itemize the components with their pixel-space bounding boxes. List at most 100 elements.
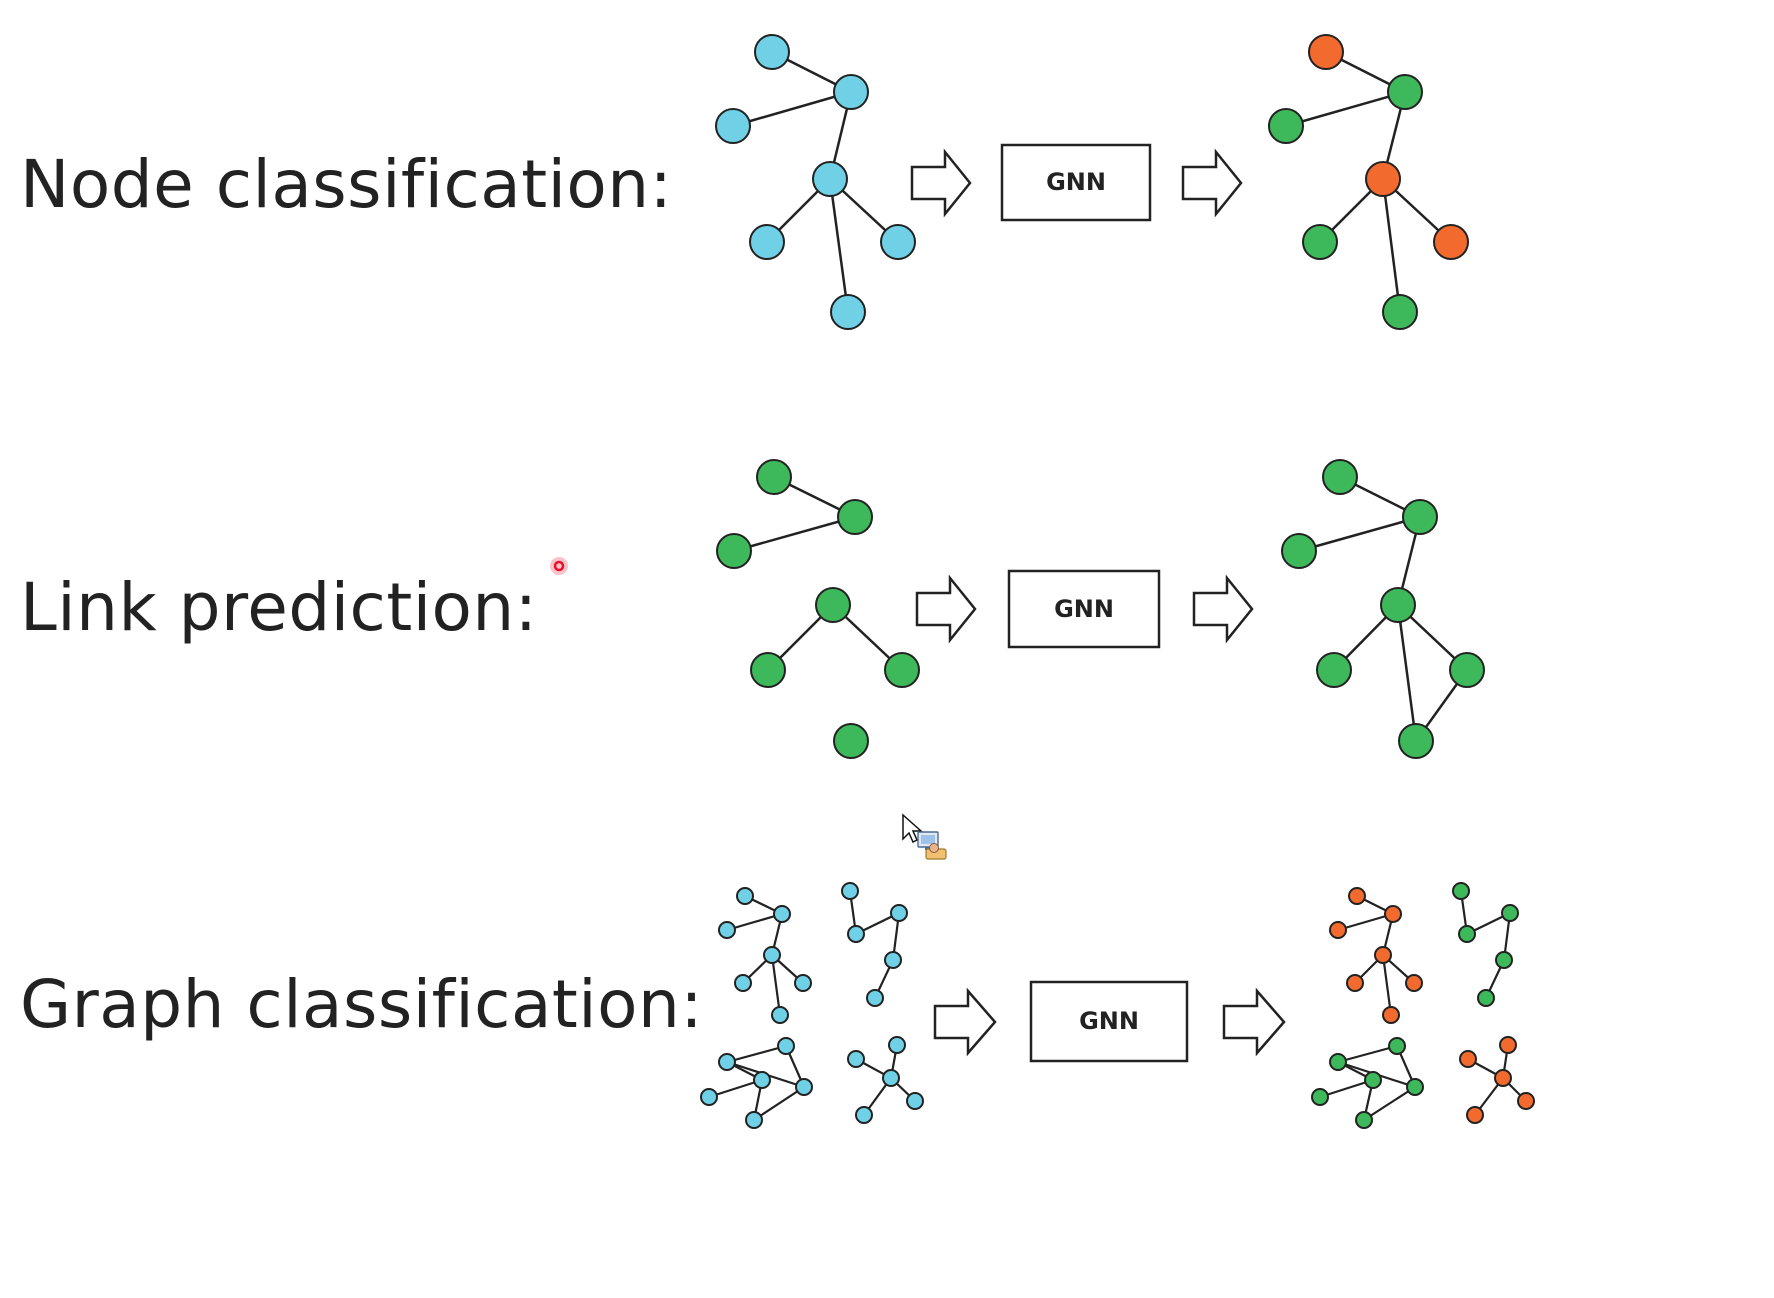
graph-classification-output-edge [1381,954,1393,1016]
node-classification-output-node-green [1382,294,1418,330]
graph-classification-output-graph [1452,882,1519,1007]
graph-classification-input-node-blue [763,946,781,964]
link-prediction-input-node-green [756,459,792,495]
node-classification-output-node-green [1387,74,1423,110]
output-graph-node-classification [1268,34,1469,330]
graph-classification-input-node-blue [745,1111,763,1129]
link-prediction-output-node-green [1322,459,1358,495]
graph-classification-output-node-green [1311,1088,1329,1106]
row-node-classification: Node classification: GNN [20,34,1469,330]
graph-classification-input-node-blue [700,1088,718,1106]
row-graph-classification: Graph classification: GNN [20,882,1535,1129]
graph-classification-output-node-orange [1459,1050,1477,1068]
graph-classification-input-node-blue [771,1006,789,1024]
node-classification-input-node-blue [880,224,916,260]
arrow-in-link-prediction [915,574,977,644]
graph-classification-output-graph [1311,1037,1424,1129]
graph-classification-output-node-orange [1382,1006,1400,1024]
graph-classification-input-graph [700,1037,813,1129]
graph-classification-output-node-green [1477,989,1495,1007]
node-classification-input-node-blue [833,74,869,110]
output-graphs-graph-classification [1311,882,1535,1129]
graph-classification-output-edge [1363,1086,1416,1121]
graph-classification-output-node-orange [1348,887,1366,905]
graph-classification-output-node-orange [1466,1106,1484,1124]
graph-classification-output-node-green [1406,1078,1424,1096]
graph-classification-output-node-green [1495,951,1513,969]
graph-classification-output-edge [1337,1044,1398,1064]
graph-classification-input-node-blue [753,1071,771,1089]
graph-classification-input-edge [726,912,783,932]
arrow-in-graph-classification [933,987,997,1057]
graph-classification-input-node-blue [718,921,736,939]
graph-classification-output-graph [1329,887,1423,1024]
graph-classification-output-node-orange [1494,1069,1512,1087]
graph-classification-input-node-blue [855,1106,873,1124]
graph-classification-output-node-orange [1517,1092,1535,1110]
arrow-in-node-classification [910,148,972,218]
graph-classification-input-graph [847,1036,924,1124]
graph-classification-input-node-blue [773,905,791,923]
node-classification-input-node-blue [812,161,848,197]
gnn-label-link-prediction: GNN [1054,595,1114,623]
remote-desktop-icon [917,831,947,860]
link-prediction-input-node-green [750,652,786,688]
link-prediction-input-node-green [837,499,873,535]
graph-classification-input-node-blue [847,925,865,943]
link-prediction-output-node-green [1402,499,1438,535]
graph-classification-input-node-blue [734,974,752,992]
graph-classification-input-edge [708,1078,763,1099]
node-classification-input-edge [828,178,850,313]
graph-classification-input-node-blue [794,974,812,992]
input-graph-node-classification [715,34,916,330]
node-classification-input-node-blue [749,224,785,260]
graph-classification-output-node-green [1501,904,1519,922]
graph-classification-output-node-green [1364,1071,1382,1089]
graph-classification-input-node-blue [736,887,754,905]
node-classification-input-edge [732,90,852,128]
link-prediction-output-node-green [1380,587,1416,623]
node-classification-input-node-blue [830,294,866,330]
gnn-box-link-prediction [1007,569,1161,649]
graph-classification-output-node-orange [1405,974,1423,992]
gnn-box-graph-classification [1029,980,1189,1063]
link-prediction-output-node-green [1398,723,1434,759]
row-label-node-classification: Node classification: [20,146,672,223]
graph-classification-input-graph [718,887,812,1024]
graph-classification-output-node-orange [1346,974,1364,992]
input-graphs-graph-classification [700,882,924,1129]
link-prediction-input-node-green [716,533,752,569]
gnn-label-graph-classification: GNN [1079,1007,1139,1035]
graph-classification-output-node-orange [1384,905,1402,923]
graph-classification-output-node-orange [1499,1036,1517,1054]
graph-classification-output-node-green [1388,1037,1406,1055]
graph-classification-input-node-blue [890,904,908,922]
link-prediction-input-node-green [833,723,869,759]
node-classification-output-edge [1381,178,1402,313]
graph-classification-output-graph [1459,1036,1535,1124]
link-prediction-input-node-green [884,652,920,688]
arrow-out-link-prediction [1192,574,1254,644]
node-classification-output-edge [1285,90,1406,128]
row-link-prediction: Link prediction: GNN [20,459,1485,759]
graph-classification-input-node-blue [841,882,859,900]
graph-classification-input-node-blue [777,1037,795,1055]
graph-classification-output-node-green [1452,882,1470,900]
link-prediction-input-node-green [815,587,851,623]
graph-classification-input-graph [841,882,908,1007]
graph-classification-input-node-blue [882,1069,900,1087]
graph-classification-input-node-blue [718,1053,736,1071]
laser-pointer-dot-icon [550,557,568,575]
node-classification-output-node-orange [1308,34,1344,70]
input-graph-link-prediction [716,459,920,759]
arrow-out-graph-classification [1222,987,1286,1057]
mouse-cursor-icon [902,813,923,844]
node-classification-input-node-blue [715,108,751,144]
graph-classification-output-node-green [1458,925,1476,943]
graph-classification-output-node-orange [1374,946,1392,964]
gnn-box-node-classification [1000,143,1152,222]
link-prediction-output-edge [1396,604,1418,742]
node-classification-output-node-green [1268,108,1304,144]
row-label-link-prediction: Link prediction: [20,569,538,646]
